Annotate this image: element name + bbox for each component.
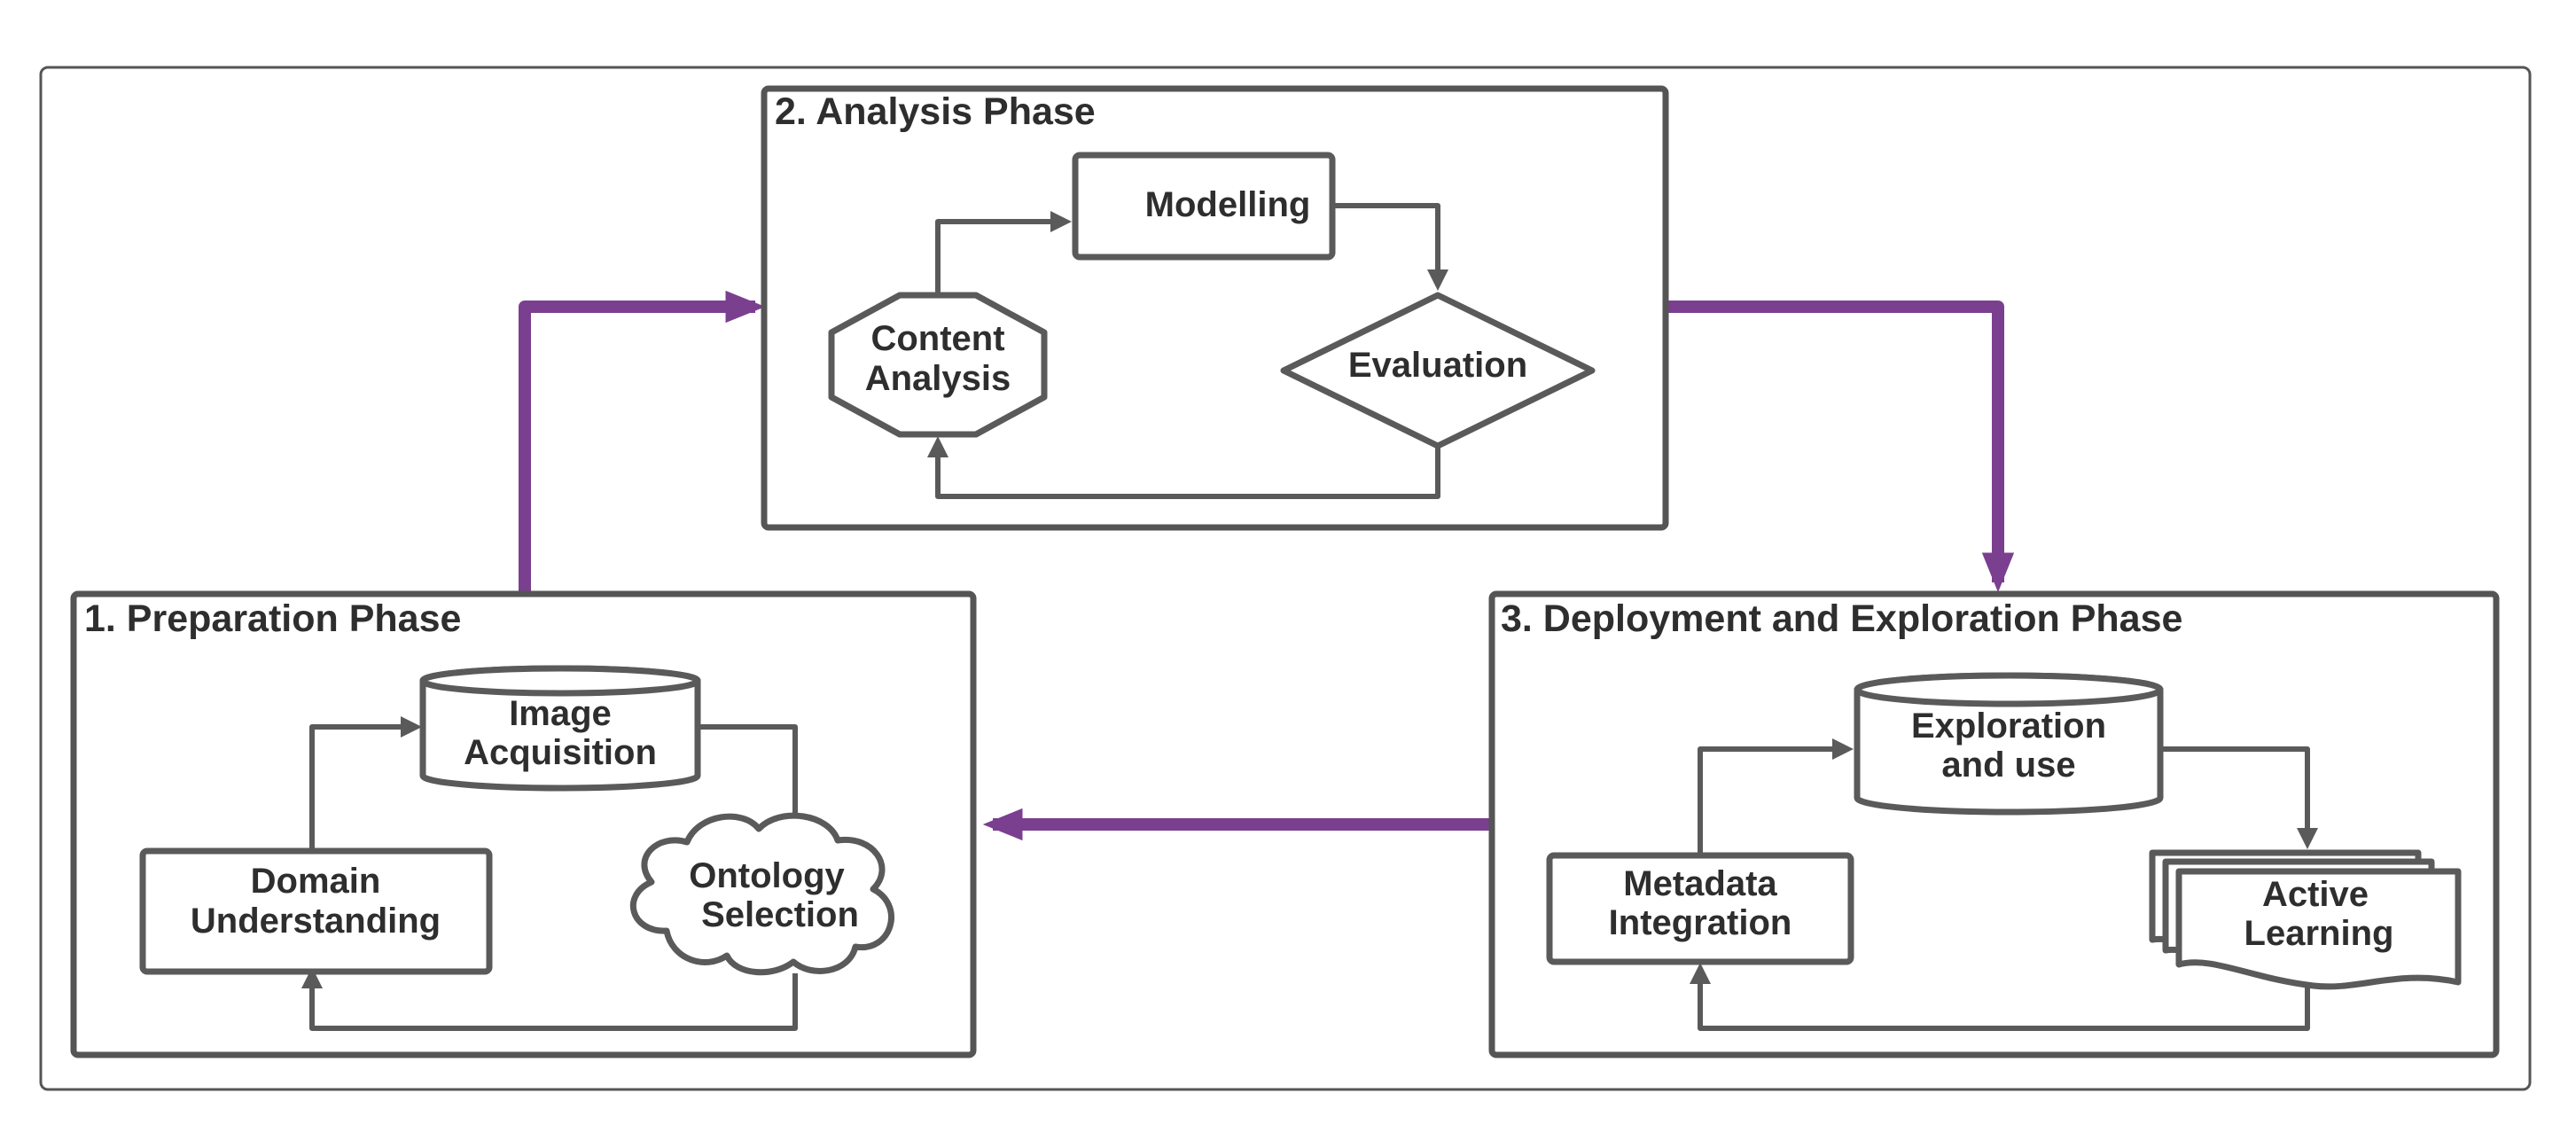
arrow-analysis-to-deployment [1668, 301, 2015, 593]
arrow-image-to-ontology [698, 724, 806, 843]
octagon-shape [828, 292, 1048, 438]
cylinder-top [419, 665, 701, 697]
phase-box-preparation [70, 590, 977, 1058]
document-sheet-front [2175, 868, 2462, 990]
diamond-shape [1280, 292, 1596, 449]
node-label: Acquisition [464, 733, 657, 772]
cloud-shape [629, 812, 894, 976]
node-label: Metadata [1623, 864, 1777, 903]
phase-title: 2. Analysis Phase [775, 90, 1096, 133]
arrow-ontology-to-domain [301, 967, 798, 1031]
phase-title: 1. Preparation Phase [84, 597, 461, 640]
phase-deployment: 3. Deployment and Exploration Phase Expl… [1488, 590, 2500, 1058]
node-label: Ontology [689, 856, 845, 895]
node-active-learning: Active Learning [2149, 849, 2462, 990]
phase-preparation: 1. Preparation Phase Image Acquisition D… [70, 590, 977, 1058]
arrow-preparation-to-analysis [519, 290, 766, 591]
node-label: Active [2262, 875, 2369, 914]
node-label: Domain [251, 862, 381, 901]
node-label: Analysis [865, 359, 1011, 398]
node-image-acquisition: Image Acquisition [419, 665, 701, 792]
node-metadata-integration: Metadata Integration [1546, 852, 1854, 965]
node-modelling: Modelling [1072, 152, 1336, 261]
phase-analysis: 2. Analysis Phase Modelling Content Anal… [761, 85, 1669, 531]
node-label: Integration [1609, 903, 1792, 942]
phase-box-deployment [1488, 590, 2500, 1058]
rectangle-shape [1072, 152, 1336, 261]
arrow-domain-to-image [309, 716, 422, 849]
node-label: and use [1941, 746, 2075, 785]
arrow-exploration-to-active-learning [2160, 746, 2318, 849]
node-content-analysis: Content Analysis [828, 292, 1048, 438]
phase-title: 3. Deployment and Exploration Phase [1501, 597, 2182, 640]
node-label: Modelling [1145, 185, 1311, 224]
arrow-modelling-to-evaluation [1332, 203, 1448, 291]
node-label: Evaluation [1348, 346, 1527, 385]
node-domain-understanding: Domain Understanding [139, 847, 493, 975]
node-label: Learning [2244, 914, 2394, 953]
node-ontology-selection: Ontology Selection [629, 812, 894, 976]
node-label: Content [870, 319, 1004, 358]
rectangle-shape [139, 847, 493, 975]
node-evaluation: Evaluation [1280, 292, 1596, 449]
rectangle-shape [1546, 852, 1854, 965]
arrow-metadata-to-exploration [1698, 738, 1854, 853]
node-label: Image [509, 694, 612, 733]
arrow-evaluation-to-content [927, 436, 1440, 499]
arrow-content-to-modelling [935, 211, 1072, 294]
node-label: Selection [701, 895, 859, 934]
outer-frame [39, 66, 2532, 1091]
phase-box-analysis [761, 85, 1669, 531]
arrow-active-learning-to-metadata [1690, 963, 2310, 1031]
cylinder-top [1854, 672, 2164, 707]
node-label: Understanding [191, 902, 441, 941]
node-label: Exploration [1911, 707, 2106, 746]
node-exploration-and-use: Exploration and use [1854, 672, 2164, 816]
